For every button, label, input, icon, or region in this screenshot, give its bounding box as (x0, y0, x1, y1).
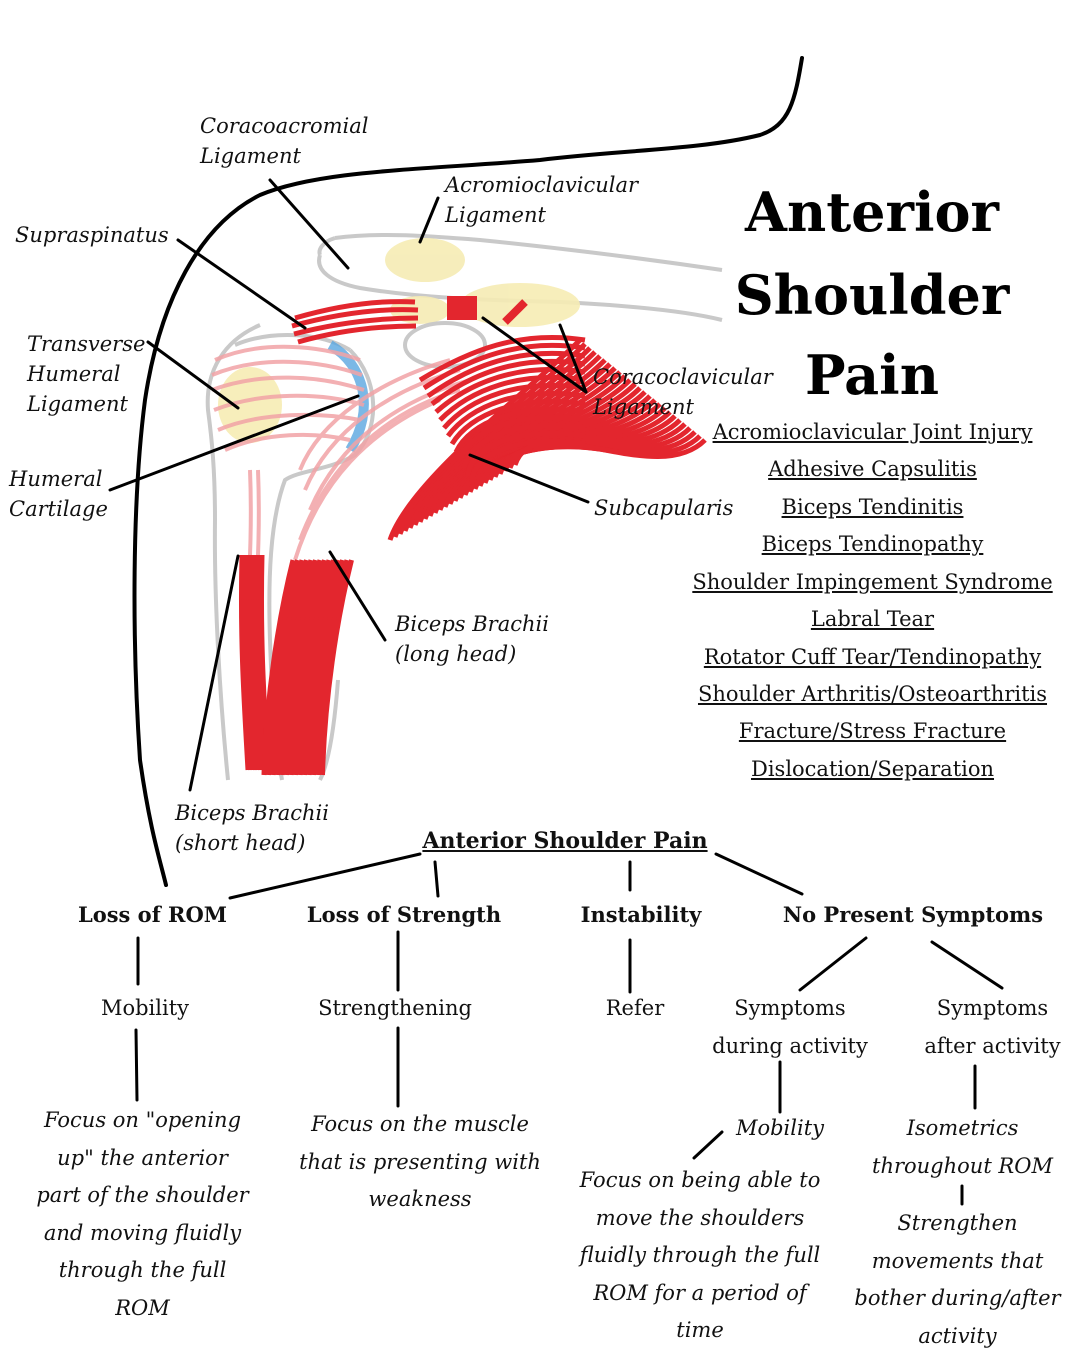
sub-symptoms-during-activity: Symptoms during activity (712, 996, 868, 1058)
biceps-long-head-fiber (315, 559, 350, 776)
category-loss-of-rom: Loss of ROM (77, 902, 228, 927)
biceps-long-head-fiber (311, 559, 345, 776)
biceps-long-head-fiber (306, 559, 341, 776)
condition-item: Shoulder Impingement Syndrome (692, 570, 1053, 594)
tree-connectors (134, 852, 1004, 1206)
tree-root: Anterior Shoulder Pain (422, 828, 708, 854)
label-humeral-cartilage: Humeral Cartilage (9, 467, 108, 521)
title-line-3: Pain (805, 343, 939, 407)
subscapularis-fiber (422, 342, 586, 391)
label-coracoacromial-ligament: Coracoacromial Ligament (200, 114, 369, 168)
light-muscle-fibers (211, 344, 471, 601)
biceps-brachii-muscle (238, 554, 354, 776)
note-symptoms-after: Strengthen movements that bother during/… (854, 1211, 1061, 1348)
biceps-long-head-fiber (302, 559, 336, 776)
biceps-long-head-fiber (279, 559, 314, 776)
biceps-long-head-fiber (275, 559, 309, 776)
biceps-long-head-fiber (266, 559, 300, 776)
supraspinatus-muscle (291, 299, 419, 345)
body-outline (132, 56, 804, 887)
sub-mobility: Mobility (100, 996, 190, 1020)
subscapularis-fiber (453, 406, 586, 454)
sub-symptoms-after-activity: Symptoms after activity (924, 996, 1061, 1058)
condition-item: Acromioclavicular Joint Injury (712, 420, 1033, 444)
subscapularis-fiber (434, 366, 586, 414)
biceps-long-head-fiber (297, 559, 332, 776)
label-acromioclavicular-ligament: Acromioclavicular Ligament (445, 173, 639, 227)
label-coracoclavicular-ligament: Coracoclavicular Ligament (593, 365, 773, 419)
label-biceps-short-head: Biceps Brachii (short head) (175, 801, 329, 855)
condition-item: Adhesive Capsulitis (768, 457, 977, 481)
subscapularis-fiber (512, 438, 707, 466)
subscapularis-fiber (442, 382, 586, 430)
subscapularis-fiber (457, 414, 586, 461)
subscapularis-fiber (418, 334, 586, 383)
subscapularis-fiber (449, 398, 586, 446)
biceps-long-head-fiber (288, 559, 323, 776)
label-subscapularis: Subcapularis (594, 496, 734, 520)
biceps-long-head-fiber (320, 559, 354, 776)
sub-refer: Refer (605, 996, 665, 1020)
condition-item: Labral Tear (810, 607, 935, 631)
subscapularis-fiber (438, 374, 586, 422)
label-biceps-long-head: Biceps Brachii (long head) (395, 612, 549, 666)
leader-lines (108, 178, 590, 792)
note-symptoms-during: Focus on being able to move the shoulder… (579, 1168, 821, 1342)
biceps-long-head-fiber (293, 559, 327, 776)
sub-strengthening: Strengthening (318, 996, 472, 1020)
category-no-present-symptoms: No Present Symptoms (782, 902, 1044, 927)
subscapularis-fiber (445, 390, 586, 438)
subscapularis-muscle (387, 334, 707, 541)
subscapularis-fiber (469, 438, 586, 485)
condition-item: Shoulder Arthritis/Osteoarthritis (697, 682, 1048, 706)
title-line-2: Shoulder (734, 263, 1010, 327)
category-instability: Instability (580, 902, 702, 927)
condition-item: Biceps Tendinopathy (761, 532, 984, 556)
acromioclavicular-muscle-patch (447, 296, 477, 320)
subscapularis-fiber (426, 350, 586, 399)
condition-item: Rotator Cuff Tear/Tendinopathy (703, 645, 1042, 669)
note-loss-of-rom: Focus on "opening up" the anterior part … (36, 1108, 249, 1320)
sub-isometrics: Isometrics throughout ROM (872, 1116, 1053, 1178)
condition-item: Dislocation/Separation (750, 757, 995, 781)
subscapularis-fiber (465, 430, 586, 477)
condition-item: Fracture/Stress Fracture (738, 719, 1007, 743)
category-loss-of-strength: Loss of Strength (306, 902, 502, 927)
biceps-long-head-fiber (261, 559, 296, 776)
note-loss-of-strength: Focus on the muscle that is presenting w… (299, 1112, 541, 1211)
subscapularis-fiber (430, 358, 586, 406)
title-line-1: Anterior (745, 180, 999, 244)
biceps-long-head-fiber (284, 559, 318, 776)
label-supraspinatus: Supraspinatus (15, 223, 169, 247)
condition-item: Biceps Tendinitis (781, 495, 964, 519)
biceps-long-head-fiber (270, 559, 305, 776)
label-transverse-humeral-ligament: Transverse Humeral Ligament (27, 332, 146, 416)
sub-mobility-during: Mobility (735, 1116, 825, 1140)
subscapularis-fiber (461, 422, 586, 469)
